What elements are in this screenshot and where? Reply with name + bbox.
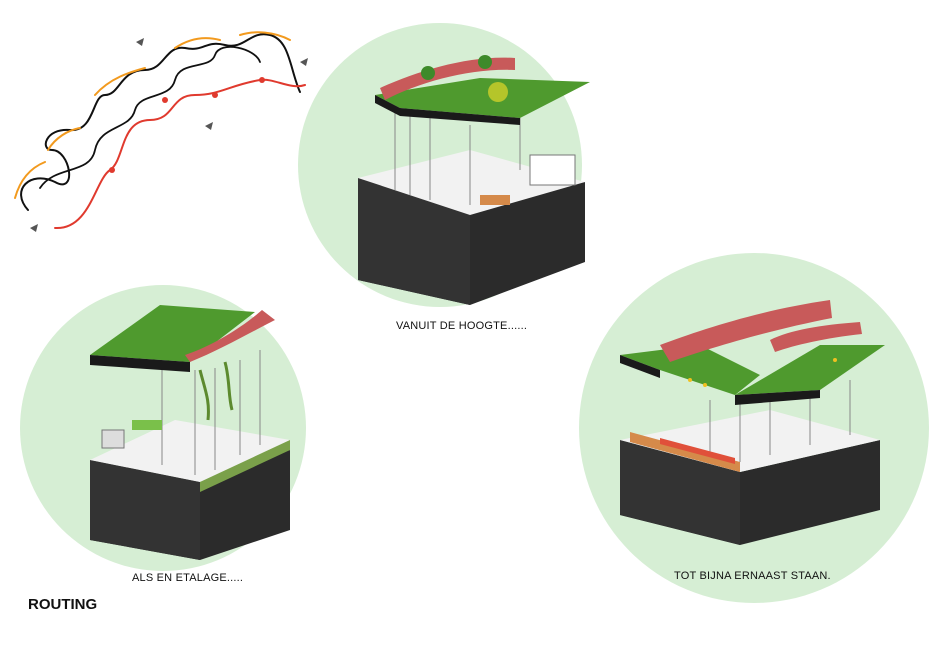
building-right (620, 300, 885, 545)
caption-left: ALS EN ETALAGE..... (132, 572, 244, 584)
building-left (90, 305, 290, 560)
diagram-title: ROUTING (28, 596, 98, 613)
routing-path-drawing (14, 31, 308, 232)
building-top (358, 55, 590, 305)
caption-top: VANUIT DE HOOGTE...... (396, 320, 528, 332)
caption-right: TOT BIJNA ERNAAST STAAN. (674, 570, 831, 582)
